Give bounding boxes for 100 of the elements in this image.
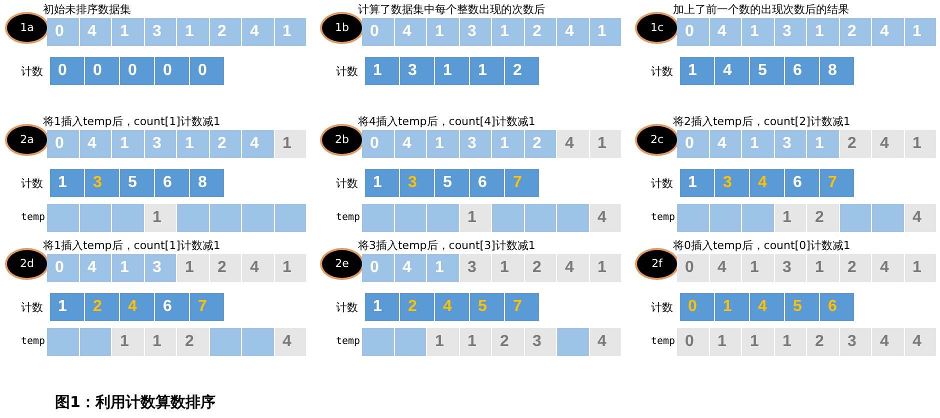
array-cell: 3 — [460, 130, 491, 158]
row-label: 计数 — [651, 300, 673, 315]
array-cell: 1 — [807, 130, 838, 158]
array-cell: 3 — [144, 130, 176, 158]
array-cell: 1 — [274, 254, 306, 282]
count-cell: 0 — [85, 57, 119, 85]
array-cell: 3 — [774, 130, 806, 158]
count-cell: 5 — [120, 169, 154, 197]
count-cell: 1 — [715, 293, 749, 321]
temp-cell — [362, 328, 394, 356]
array-cell: 3 — [144, 18, 176, 46]
step-badge: 2d — [5, 248, 49, 280]
temp-cell — [524, 204, 556, 232]
count-cell: 7 — [505, 293, 539, 321]
temp-cell: 1 — [144, 328, 176, 356]
temp-cell — [242, 328, 274, 356]
count-cell: 4 — [750, 169, 784, 197]
row-label: 计数 — [21, 176, 43, 191]
count-cell: 1 — [365, 169, 399, 197]
temp-cell — [677, 204, 708, 232]
temp-cell: 1 — [774, 328, 806, 356]
row-label: temp — [21, 212, 46, 223]
temp-cell — [210, 204, 241, 232]
count-cell: 2 — [85, 293, 119, 321]
array-cell: 0 — [362, 130, 394, 158]
array-cell: 1 — [742, 254, 774, 282]
temp-cell — [362, 204, 394, 232]
count-cell: 0 — [120, 57, 154, 85]
temp-cell: 1 — [427, 328, 458, 356]
array-cell: 1 — [112, 18, 144, 46]
array-cell: 4 — [557, 254, 588, 282]
count-cell: 7 — [820, 169, 854, 197]
row-label: temp — [651, 212, 676, 223]
temp-cell — [47, 328, 78, 356]
array-cell: 1 — [904, 254, 936, 282]
count-cell: 0 — [155, 57, 189, 85]
row-label: 计数 — [336, 176, 358, 191]
array-cell: 2 — [524, 130, 556, 158]
array-cell: 1 — [904, 18, 936, 46]
array-cell: 4 — [557, 18, 588, 46]
count-cell: 5 — [785, 293, 819, 321]
count-cell: 7 — [190, 293, 224, 321]
count-cell: 5 — [470, 293, 504, 321]
array-cell: 0 — [677, 254, 708, 282]
temp-cell: 2 — [177, 328, 208, 356]
temp-cell — [840, 204, 871, 232]
row-label: temp — [651, 336, 676, 347]
array-cell: 1 — [177, 18, 208, 46]
count-cell: 3 — [400, 169, 434, 197]
array-cell: 4 — [710, 130, 741, 158]
count-cell: 5 — [750, 57, 784, 85]
temp-cell: 3 — [524, 328, 556, 356]
temp-cell: 2 — [492, 328, 524, 356]
array-cell: 1 — [274, 130, 306, 158]
temp-cell — [872, 204, 904, 232]
array-cell: 4 — [80, 130, 111, 158]
count-cell: 4 — [120, 293, 154, 321]
array-cell: 4 — [242, 130, 274, 158]
count-cell: 6 — [785, 57, 819, 85]
array-cell: 4 — [394, 18, 426, 46]
array-cell: 3 — [460, 18, 491, 46]
array-cell: 0 — [677, 18, 708, 46]
count-cell: 6 — [155, 169, 189, 197]
step-badge: 2e — [320, 248, 364, 280]
row-label: 计数 — [336, 300, 358, 315]
count-cell: 3 — [400, 57, 434, 85]
temp-cell — [557, 204, 588, 232]
array-cell: 4 — [80, 254, 111, 282]
array-cell: 1 — [112, 130, 144, 158]
temp-cell: 0 — [677, 328, 708, 356]
count-cell: 8 — [190, 169, 224, 197]
count-cell: 0 — [680, 293, 714, 321]
array-cell: 4 — [242, 254, 274, 282]
count-cell: 7 — [505, 169, 539, 197]
row-label: temp — [21, 336, 46, 347]
array-cell: 4 — [80, 18, 111, 46]
count-cell: 1 — [680, 169, 714, 197]
count-cell: 3 — [715, 169, 749, 197]
array-cell: 4 — [872, 18, 904, 46]
array-cell: 4 — [394, 254, 426, 282]
array-cell: 0 — [47, 254, 78, 282]
temp-cell — [427, 204, 458, 232]
count-cell: 6 — [470, 169, 504, 197]
temp-cell: 1 — [112, 328, 144, 356]
row-label: 计数 — [21, 64, 43, 79]
array-cell: 4 — [710, 18, 741, 46]
count-cell: 1 — [365, 293, 399, 321]
array-cell: 1 — [427, 18, 458, 46]
array-cell: 3 — [774, 18, 806, 46]
array-cell: 1 — [807, 18, 838, 46]
row-label: temp — [336, 336, 360, 347]
count-cell: 4 — [715, 57, 749, 85]
temp-cell: 1 — [144, 204, 176, 232]
count-cell: 1 — [50, 293, 84, 321]
temp-cell — [80, 328, 111, 356]
array-cell: 0 — [362, 254, 394, 282]
temp-cell — [557, 328, 588, 356]
step-badge: 2b — [320, 124, 364, 156]
row-label: 计数 — [651, 176, 673, 191]
array-cell: 1 — [590, 130, 621, 158]
